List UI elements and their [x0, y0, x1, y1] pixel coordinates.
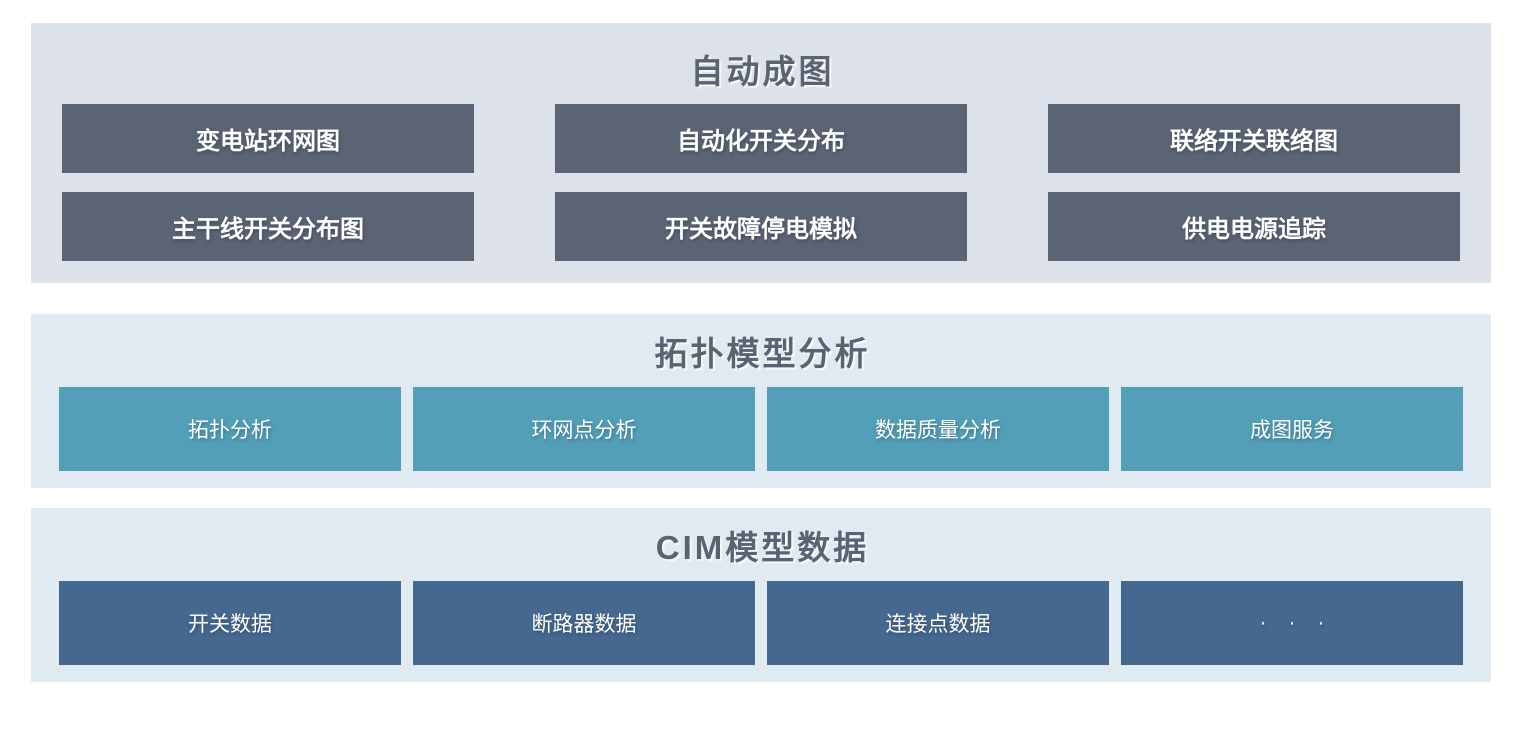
- section-topology-model-analysis: 拓扑模型分析 拓扑分析 环网点分析 数据质量分析 成图服务: [31, 314, 1491, 488]
- box-connection-point-data: 连接点数据: [767, 581, 1109, 665]
- section-cim-model-data: CIM模型数据 开关数据 断路器数据 连接点数据 ···: [31, 508, 1491, 682]
- section-auto-mapping: 自动成图 变电站环网图 自动化开关分布 联络开关联络图 主干线开关分布图 开关故…: [31, 23, 1491, 283]
- architecture-diagram: 自动成图 变电站环网图 自动化开关分布 联络开关联络图 主干线开关分布图 开关故…: [0, 23, 1530, 738]
- section-title-auto-mapping: 自动成图: [690, 53, 835, 90]
- section-title-topology-model-analysis: 拓扑模型分析: [654, 335, 871, 372]
- box-trunk-line-switch-distribution-diagram: 主干线开关分布图: [62, 192, 474, 261]
- box-switch-fault-outage-simulation: 开关故障停电模拟: [555, 192, 967, 261]
- box-switch-data: 开关数据: [59, 581, 401, 665]
- box-ring-network-point-analysis: 环网点分析: [413, 387, 755, 471]
- box-tie-switch-connection-diagram: 联络开关联络图: [1048, 104, 1460, 173]
- auto-mapping-grid: 变电站环网图 自动化开关分布 联络开关联络图 主干线开关分布图 开关故障停电模拟…: [31, 104, 1491, 261]
- box-power-supply-source-tracing: 供电电源追踪: [1048, 192, 1460, 261]
- section-title-cim-model-data: CIM模型数据: [655, 529, 870, 566]
- box-substation-ring-network-diagram: 变电站环网图: [62, 104, 474, 173]
- topology-analysis-grid: 拓扑分析 环网点分析 数据质量分析 成图服务: [31, 387, 1491, 471]
- box-automated-switch-distribution: 自动化开关分布: [555, 104, 967, 173]
- cim-data-grid: 开关数据 断路器数据 连接点数据 ···: [31, 581, 1491, 665]
- box-mapping-service: 成图服务: [1121, 387, 1463, 471]
- box-data-quality-analysis: 数据质量分析: [767, 387, 1109, 471]
- box-more-data-ellipsis: ···: [1121, 581, 1463, 665]
- box-circuit-breaker-data: 断路器数据: [413, 581, 755, 665]
- box-topology-analysis: 拓扑分析: [59, 387, 401, 471]
